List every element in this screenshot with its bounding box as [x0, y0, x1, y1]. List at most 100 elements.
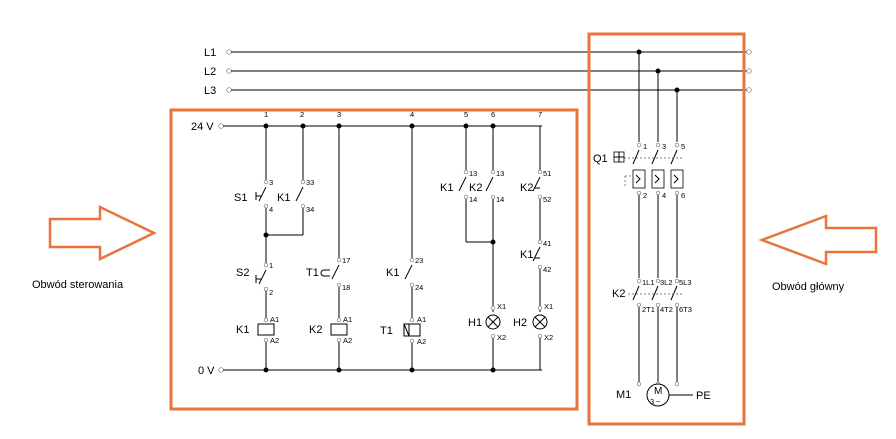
column-4: 23 24 K1 A1 A2 T1	[380, 126, 426, 370]
terminal-label: X2	[544, 333, 553, 342]
main-circuit-frame	[587, 32, 746, 426]
k2-nc-contact	[532, 176, 541, 192]
column-number: 2	[300, 110, 304, 119]
q1-trip-unit	[670, 169, 684, 189]
terminal-label: 4T2	[660, 305, 673, 314]
q1-trip-unit	[651, 169, 665, 189]
label-s1: S1	[234, 192, 247, 204]
terminal-label: X2	[497, 333, 506, 342]
column-number: 6	[491, 110, 495, 119]
motor-phase-3: 3	[650, 397, 654, 406]
k2-coil	[330, 323, 348, 336]
terminal-label: 51	[543, 169, 551, 178]
k1-nc-contact	[532, 246, 541, 262]
control-circuit-frame	[169, 108, 579, 411]
column-number: 1	[264, 110, 268, 119]
terminal-label: 2	[269, 288, 273, 297]
column-1: 3 4 S1 1 2 S2 A1 A2 K1	[234, 126, 279, 370]
main-circuit: 1 3 5 2 4 6 Q1 1L1 3L2 5L3	[593, 49, 711, 407]
label-24v: 24 V	[191, 121, 214, 133]
label-k1-coil: K1	[236, 324, 249, 336]
label-t1-contact: T1	[306, 267, 319, 279]
motor-ac-symbol: ~	[656, 397, 661, 406]
label-k1-hold: K1	[277, 192, 290, 204]
arrow-right-icon	[48, 205, 157, 261]
terminal-label: 4	[269, 205, 273, 214]
q1-pole-1	[632, 149, 640, 165]
terminal-label: 1	[643, 142, 647, 151]
terminal-label: 14	[496, 195, 504, 204]
terminal-label: 3	[269, 178, 273, 187]
label-h1: H1	[468, 317, 482, 329]
terminal-label: 4	[662, 191, 666, 200]
k2-main-pole-2	[651, 285, 659, 301]
terminal-label: 17	[342, 256, 350, 265]
terminal-label: 1L1	[642, 278, 655, 287]
label-k2-nc: K2	[520, 182, 533, 194]
k2-main-pole-3	[670, 285, 678, 301]
label-0v: 0 V	[198, 365, 215, 377]
terminal-label: X1	[497, 302, 506, 311]
terminal-label: 1	[269, 261, 273, 270]
terminal-label: X1	[544, 302, 553, 311]
column-5: 13 14 K1	[440, 126, 493, 243]
supply-lines: L1 L2 L3	[204, 47, 752, 97]
q1-trip-unit	[632, 169, 646, 189]
label-h2: H2	[513, 317, 527, 329]
column-6: 13 14 K2 X1 X2 H1	[468, 126, 506, 370]
label-pe: PE	[696, 390, 711, 402]
arrow-left-icon	[758, 214, 878, 266]
q1-pole-3	[670, 149, 678, 165]
caption-main-circuit: Obwód główny	[772, 281, 845, 293]
t1-timer-contact	[331, 264, 340, 280]
motor-symbol-m: M	[654, 386, 662, 397]
label-t1-coil: T1	[380, 325, 393, 337]
terminal-label: 42	[543, 265, 551, 274]
terminal-label: A2	[417, 337, 426, 346]
column-7: 51 52 K2 41 42 K1 X1 X2 H2	[513, 126, 553, 370]
label-l3: L3	[204, 85, 216, 97]
label-k1-t: K1	[386, 267, 399, 279]
column-number: 4	[410, 110, 414, 119]
label-k2-coil: K2	[309, 324, 322, 336]
column-number: 5	[464, 110, 468, 119]
k1-coil	[257, 323, 275, 336]
terminal-label: 18	[342, 283, 350, 292]
label-k1-nc: K1	[520, 249, 533, 261]
label-k1-lamp: K1	[440, 182, 453, 194]
label-k2-main: K2	[612, 288, 625, 300]
k2-lamp-contact	[485, 176, 494, 192]
q1-pole-2	[651, 149, 659, 165]
column-3: 17 18 T1 A1 A2 K2	[306, 126, 352, 370]
terminal-label: A1	[343, 315, 352, 324]
terminal-label: A1	[417, 315, 426, 324]
terminal-label: 3	[662, 142, 666, 151]
terminal-label: A1	[270, 315, 279, 324]
k1-holding-contact	[295, 186, 304, 202]
terminal-label: 13	[469, 169, 477, 178]
column-number: 3	[337, 110, 341, 119]
k1-lamp-contact	[458, 176, 467, 192]
terminal-label: 34	[306, 205, 314, 214]
column-2: 33 34 K1	[266, 126, 314, 236]
terminal-label: 13	[496, 169, 504, 178]
label-s2: S2	[236, 267, 249, 279]
label-l1: L1	[204, 47, 216, 59]
terminal-label: 41	[543, 239, 551, 248]
k1-timer-enable-contact	[404, 264, 413, 280]
terminal-label: 3L2	[660, 278, 673, 287]
terminal-label: 14	[469, 195, 477, 204]
terminal-label: 2T1	[642, 305, 655, 314]
label-k2-lamp: K2	[469, 182, 482, 194]
terminal-label: 5L3	[679, 278, 692, 287]
terminal-label: 5	[681, 142, 685, 151]
terminal-label: A2	[270, 336, 279, 345]
terminal-label: 6T3	[679, 305, 692, 314]
k2-main-pole-1	[632, 285, 640, 301]
terminal-label: 6	[681, 191, 685, 200]
terminal-label: 52	[543, 195, 551, 204]
label-q1: Q1	[593, 153, 608, 165]
label-m1: M1	[616, 389, 631, 401]
terminal-label: 23	[415, 256, 423, 265]
